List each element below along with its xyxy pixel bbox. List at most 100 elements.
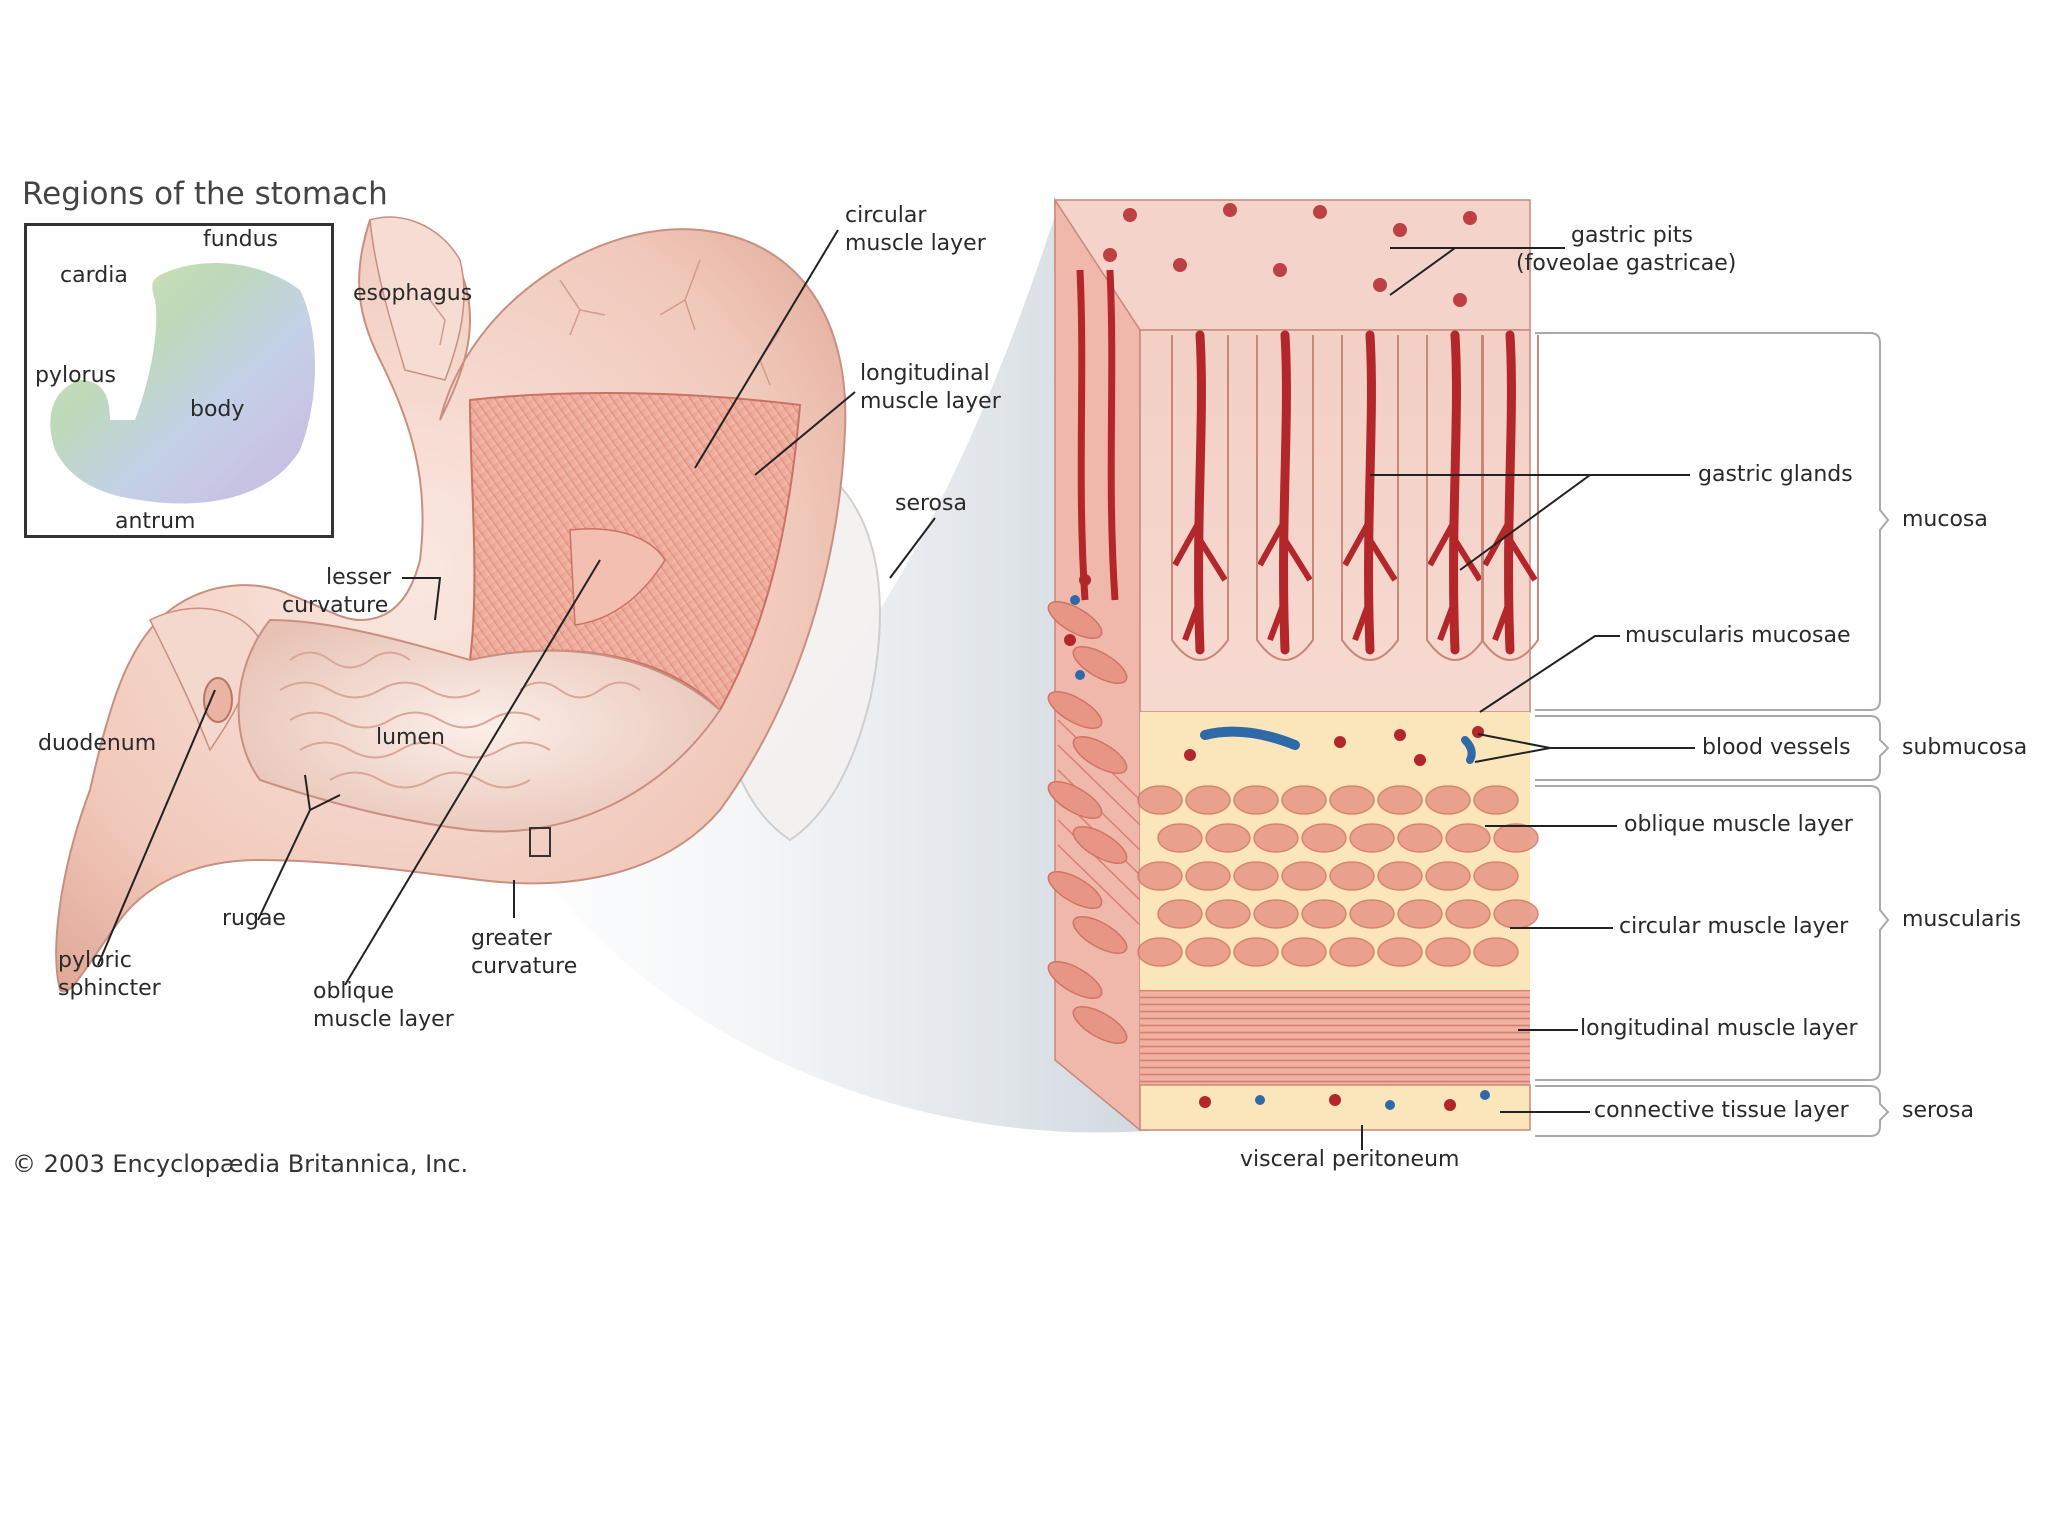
- layer-brackets: [1535, 332, 1890, 1137]
- copyright-notice: © 2003 Encyclopædia Britannica, Inc.: [12, 1150, 469, 1178]
- label-group-mucosa: mucosa: [1902, 507, 1988, 532]
- muscle-cell: [1473, 937, 1519, 967]
- vessel-dot: [1394, 729, 1406, 741]
- gastric-pit: [1173, 258, 1187, 272]
- gastric-pit: [1373, 278, 1387, 292]
- label-body: body: [190, 397, 245, 422]
- muscle-cell: [1425, 785, 1471, 815]
- rugae-folds: [279, 651, 641, 789]
- label-oblique-muscle-2: muscle layer: [313, 1007, 454, 1032]
- tissue-section-block: [1047, 197, 1539, 1132]
- muscle-cell: [1233, 785, 1279, 815]
- muscle-cell: [1281, 861, 1327, 891]
- surface-vessels: [429, 259, 781, 386]
- gland-branch: [1342, 518, 1398, 642]
- muscle-cell: [1473, 785, 1519, 815]
- muscle-cell: [1137, 861, 1183, 891]
- label-group-submucosa: submucosa: [1902, 735, 2028, 760]
- inset-frame: [24, 223, 334, 538]
- leader-blood-vessels-2: [1474, 747, 1551, 763]
- gastric-pit: [1463, 211, 1477, 225]
- label-oblique-muscle-1: oblique: [313, 979, 395, 1004]
- gastric-gland-side: [1076, 269, 1089, 601]
- muscle-cell: [1157, 823, 1203, 853]
- longitudinal-front: [1140, 990, 1530, 1085]
- gastric-pit: [1453, 293, 1467, 307]
- muscle-cell: [1281, 937, 1327, 967]
- bracket-muscularis: [1535, 785, 1890, 1081]
- label-fundus: fundus: [203, 227, 279, 252]
- label-rugae: rugae: [222, 906, 286, 931]
- leader-circular-muscle: [694, 229, 839, 469]
- muscle-cell: [1329, 937, 1375, 967]
- muscle-cell: [1329, 861, 1375, 891]
- gland-wall: [1481, 335, 1539, 661]
- inset-heading: Regions of the stomach: [22, 176, 388, 212]
- label-lumen: lumen: [376, 725, 445, 750]
- gland-wall: [1426, 335, 1484, 661]
- gland-wall: [1341, 335, 1399, 661]
- label-longitudinal-muscle-1: longitudinal: [860, 361, 990, 386]
- blood-vessels-art: [1064, 574, 1490, 1111]
- leader-lines: [97, 229, 1695, 1150]
- gastric-gland-side: [1106, 269, 1119, 601]
- label-pyloric-sphincter-1: pyloric: [58, 948, 132, 973]
- muscle-cell: [1349, 823, 1395, 853]
- muscle-cell: [1185, 937, 1231, 967]
- label-gastric-glands: gastric glands: [1698, 462, 1853, 487]
- label-visceral-peritoneum: visceral peritoneum: [1240, 1147, 1460, 1172]
- side-muscle-cell: [1047, 781, 1103, 819]
- label-lesser-curvature-1: lesser: [326, 565, 392, 590]
- label-serosa-stomach: serosa: [895, 491, 967, 516]
- vessel-dot: [1184, 749, 1196, 761]
- leader-serosa: [889, 517, 936, 579]
- muscle-cell: [1329, 785, 1375, 815]
- side-muscle-cell: [1072, 826, 1128, 864]
- label-pyloric-sphincter-2: sphincter: [58, 976, 161, 1001]
- side-muscle-cell: [1047, 691, 1103, 729]
- label-lesser-curvature-2: curvature: [282, 593, 389, 618]
- muscle-cell: [1301, 823, 1347, 853]
- label-circular-muscle-1: circular: [845, 203, 927, 228]
- gastric-pit: [1273, 263, 1287, 277]
- inset-stomach: [50, 263, 316, 504]
- leader-rugae-fork: [304, 774, 311, 811]
- vessel-dot: [1334, 736, 1346, 748]
- label-blood-vessels: blood vessels: [1702, 735, 1851, 760]
- label-greater-curvature-2: curvature: [471, 954, 578, 979]
- muscle-cell: [1137, 785, 1183, 815]
- vessel-dot: [1329, 1094, 1341, 1106]
- label-longitudinal-muscle-2: muscle layer: [860, 389, 1001, 414]
- vessel-dot: [1472, 726, 1484, 738]
- vessel-dot: [1079, 574, 1091, 586]
- label-antrum: antrum: [115, 509, 196, 534]
- muscle-cell: [1377, 861, 1423, 891]
- bracket-submucosa: [1535, 715, 1890, 781]
- label-esophagus: esophagus: [353, 281, 473, 306]
- gland-wall: [1256, 335, 1314, 661]
- label-greater-curvature-1: greater: [471, 926, 552, 951]
- gastric-pit: [1123, 208, 1137, 222]
- muscle-cell: [1349, 899, 1395, 929]
- leader-longitudinal-muscle: [754, 391, 856, 476]
- vein: [1200, 726, 1300, 750]
- muscle-cell: [1473, 861, 1519, 891]
- label-circular-muscle-2: muscle layer: [845, 231, 986, 256]
- leader-lesser-curvature: [402, 577, 442, 621]
- label-pylorus: pylorus: [35, 363, 117, 388]
- vessel-dot-blue: [1075, 670, 1085, 680]
- vessel-dot: [1414, 754, 1426, 766]
- muscle-cell: [1281, 785, 1327, 815]
- muscle-cell: [1445, 823, 1491, 853]
- zoom-source-square: [529, 827, 551, 857]
- label-group-serosa: serosa: [1902, 1098, 1974, 1123]
- leader-muscularis-mucosae: [1479, 635, 1620, 713]
- leader-oblique-muscle: [344, 559, 601, 986]
- serosa-front: [1139, 1084, 1531, 1131]
- muscle-cell: [1253, 823, 1299, 853]
- label-oblique-layer: oblique muscle layer: [1624, 812, 1853, 837]
- gland-branch: [1257, 518, 1313, 642]
- muscle-cell: [1253, 899, 1299, 929]
- muscle-cell: [1185, 861, 1231, 891]
